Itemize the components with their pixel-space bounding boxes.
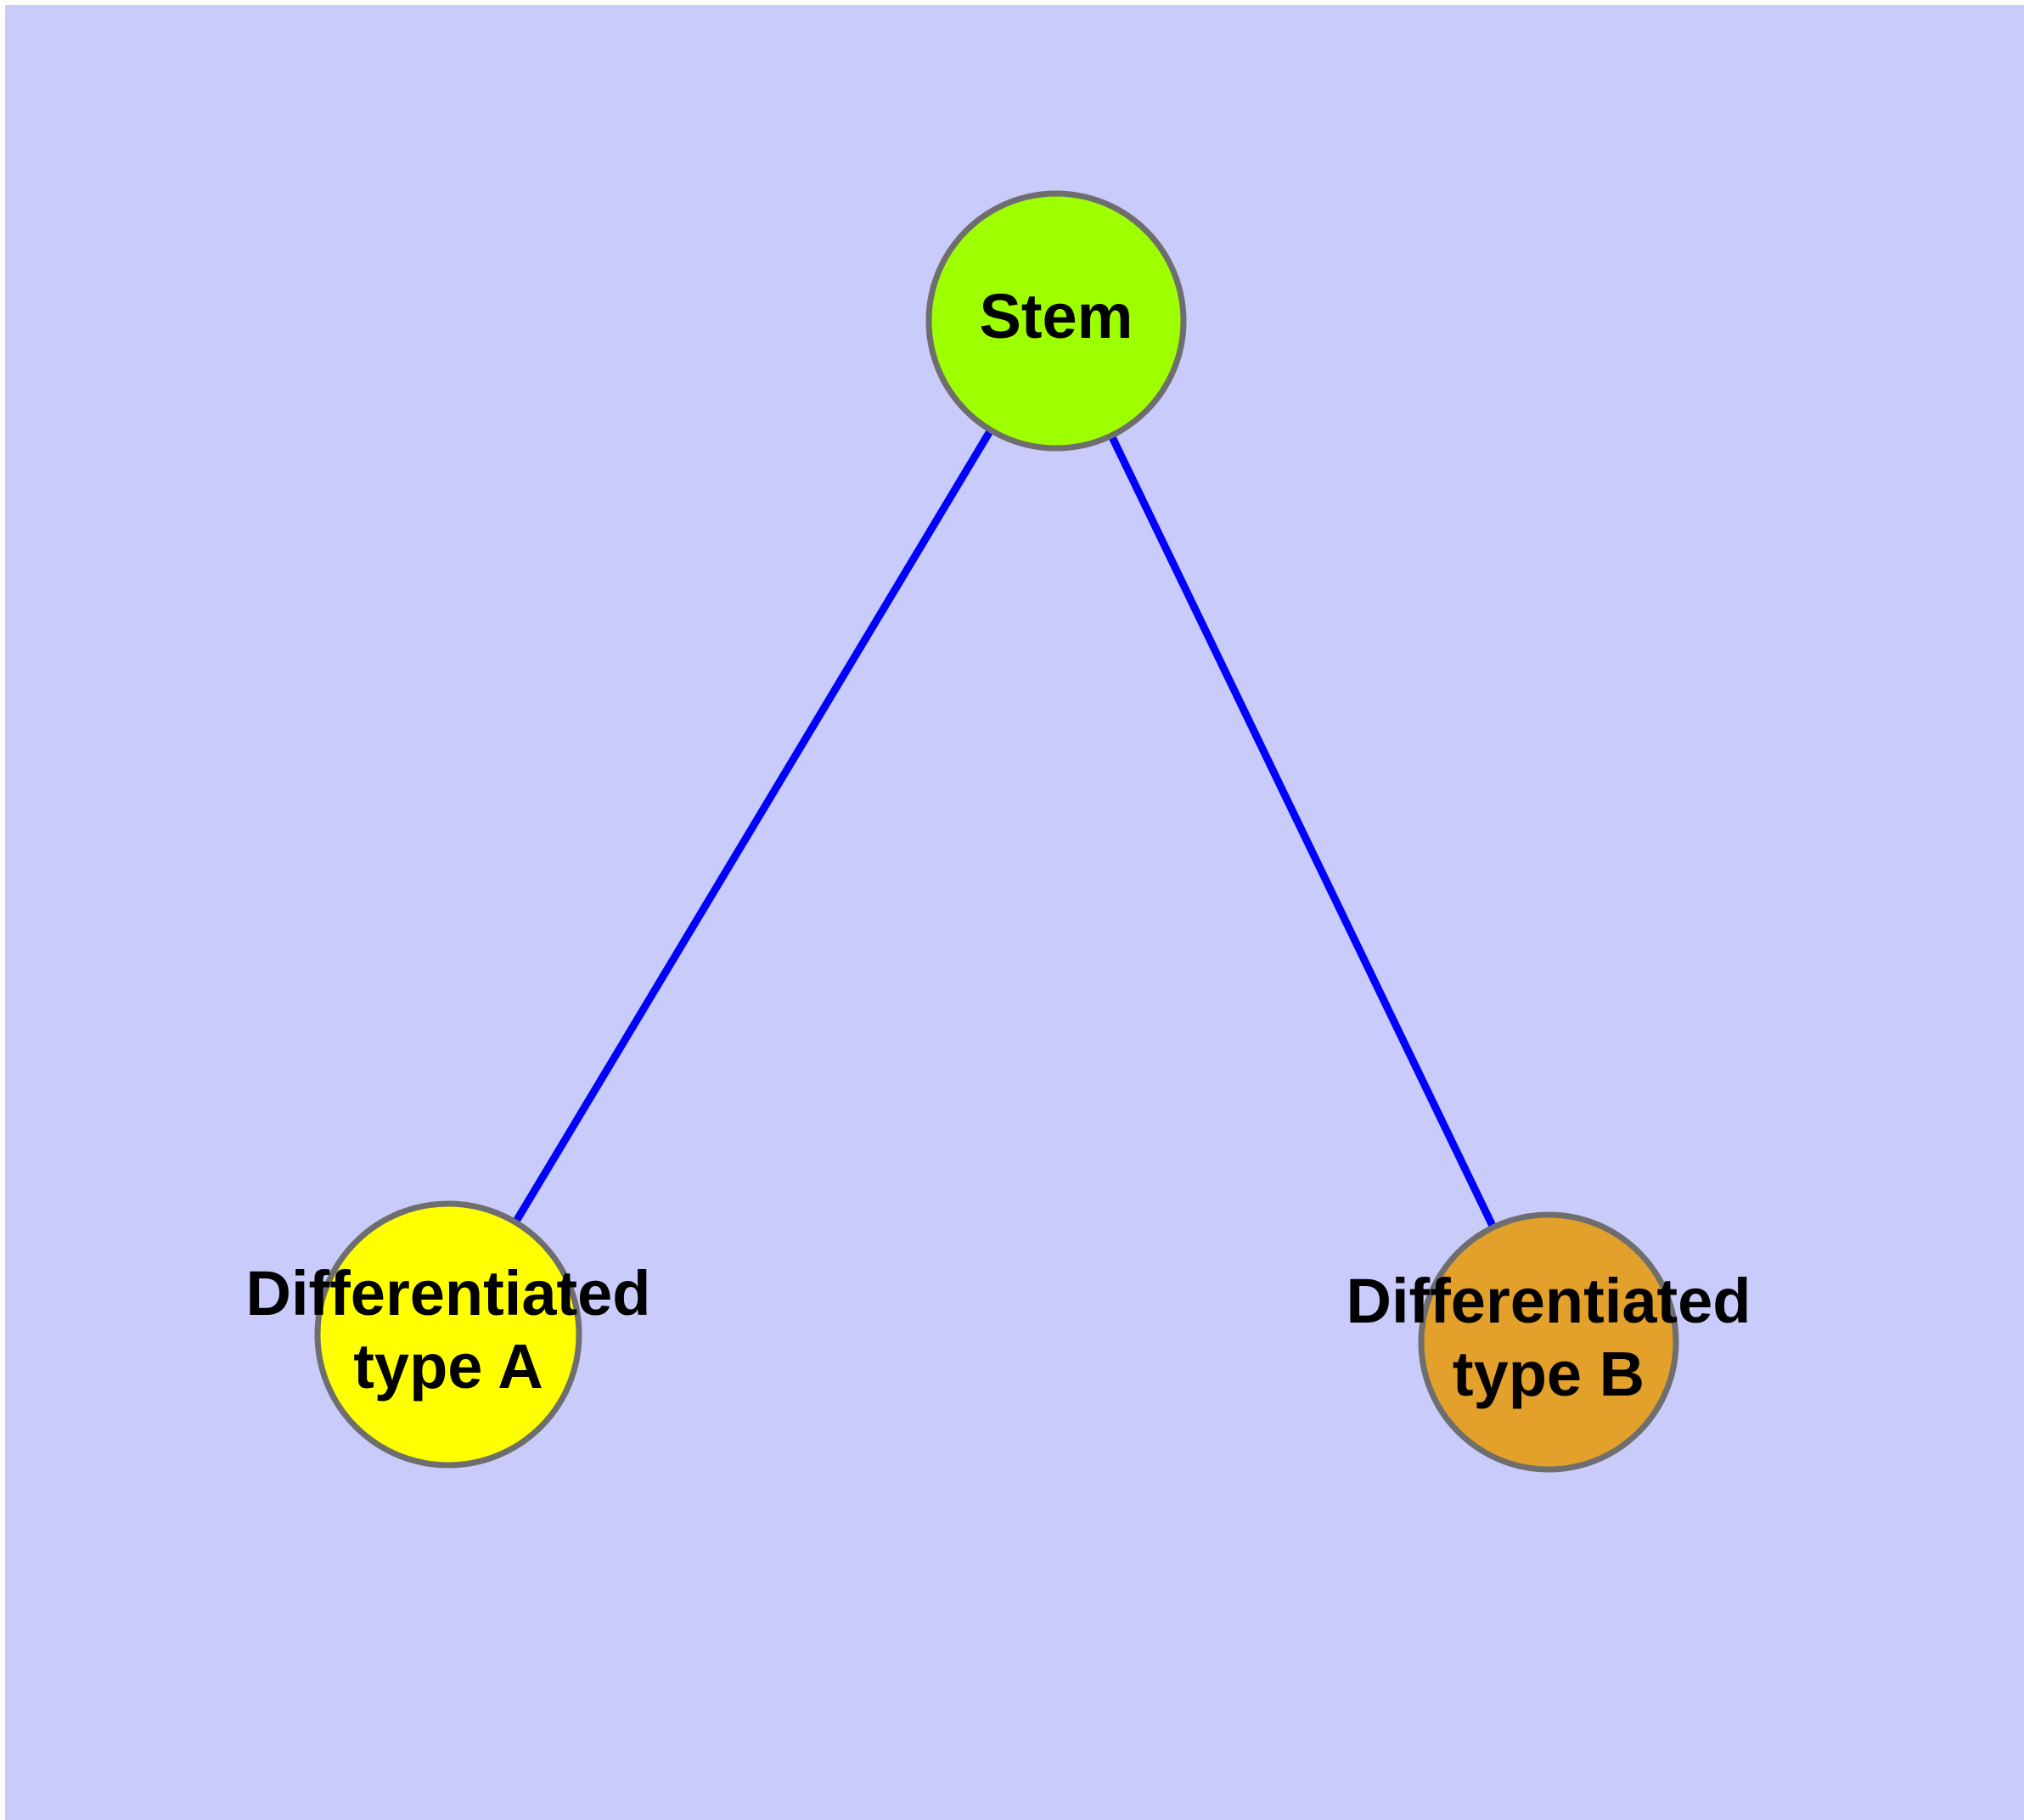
edges-layer [510, 424, 1498, 1233]
node-label-line: type A [353, 1331, 543, 1402]
node-label-line: Differentiated [246, 1258, 651, 1328]
graph-node-diff_a[interactable] [314, 1200, 582, 1469]
graph-edge [1106, 430, 1498, 1233]
nodes-layer [314, 190, 1679, 1473]
node-label-stem: Stem [980, 281, 1133, 351]
graph-node-stem[interactable] [925, 190, 1187, 452]
node-label-line: Stem [980, 281, 1133, 351]
graph-node-diff_b[interactable] [1418, 1211, 1679, 1473]
node-label-line: Differentiated [1347, 1266, 1751, 1336]
node-label-line: type B [1453, 1339, 1644, 1409]
graph-edge [510, 424, 996, 1227]
